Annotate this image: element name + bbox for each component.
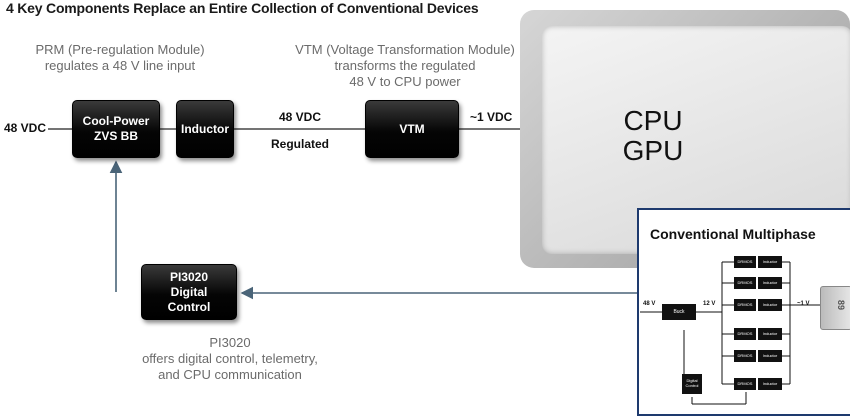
inset-drmos-5: DRMOS: [734, 350, 756, 362]
regulated-label: Regulated: [271, 137, 330, 151]
regulated-voltage-label: 48 VDC: [279, 110, 322, 124]
inset-inductor-3: Inductor: [758, 299, 782, 311]
inset-mid-label: 12 V: [703, 301, 716, 307]
controller-block: PI3020 Digital Control: [141, 264, 237, 320]
inset-title: Conventional Multiphase: [650, 226, 816, 242]
inset-drmos-3: DRMOS: [734, 299, 756, 311]
inset-inductor-6: Inductor: [758, 378, 782, 390]
output-voltage-label: ~1 VDC: [470, 110, 513, 124]
inset-output-label: ~1 V: [797, 301, 810, 307]
connector-plug: [820, 286, 850, 330]
load-label: CPU GPU: [622, 105, 684, 166]
prm-note: PRM (Pre-regulation Module) regulates a …: [35, 42, 205, 73]
inset-inductor-1: Inductor: [758, 256, 782, 268]
inset-input-label: 48 V: [643, 301, 656, 307]
page-title: 4 Key Components Replace an Entire Colle…: [6, 0, 479, 16]
inset-drmos-4: DRMOS: [734, 328, 756, 340]
pi-note: PI3020 offers digital control, telemetry…: [142, 335, 318, 382]
inductor-block: Inductor: [176, 100, 234, 158]
input-voltage-label: 48 VDC: [4, 121, 47, 135]
inset-drmos-1: DRMOS: [734, 256, 756, 268]
vtm-block: VTM: [365, 100, 459, 158]
vtm-note: VTM (Voltage Transformation Module) tran…: [295, 42, 515, 89]
inset-inductor-4: Inductor: [758, 328, 782, 340]
prm-block: Cool-Power ZVS BB: [72, 100, 160, 158]
inset-buck-block: Buck: [662, 304, 696, 320]
inset-control-block: Digital Control: [682, 374, 702, 394]
inset-inductor-2: Inductor: [758, 277, 782, 289]
inset-inductor-5: Inductor: [758, 350, 782, 362]
inset-drmos-2: DRMOS: [734, 277, 756, 289]
inset-drmos-6: DRMOS: [734, 378, 756, 390]
